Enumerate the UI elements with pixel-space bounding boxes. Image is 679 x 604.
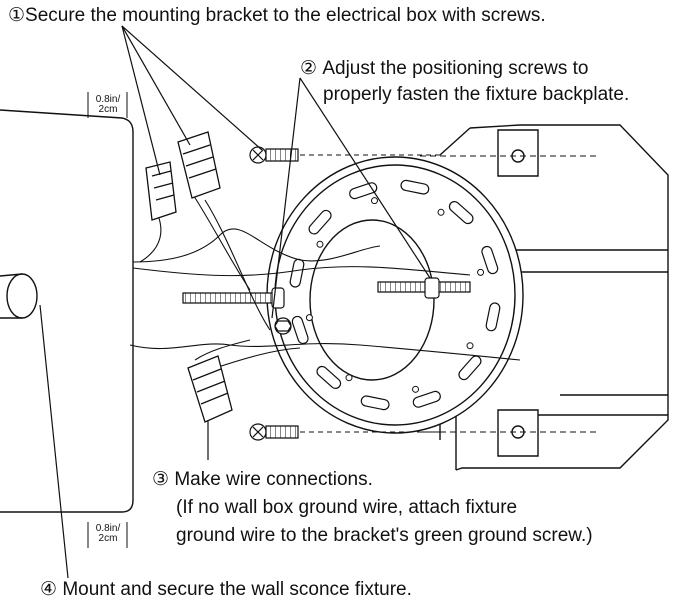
bracket-slot [457,354,483,382]
bracket-slot [360,395,389,410]
wire-nut-icon [188,356,232,422]
bracket-slot [315,364,343,390]
screw-icon [250,424,298,440]
wires [130,190,520,368]
dimension-top-value2: 2cm [98,104,118,115]
step-3: ③ Make wire connections. [152,468,373,491]
screw-icon [183,288,291,334]
bracket-hole [371,198,377,204]
step-2-number: ② [300,58,318,79]
callout-lines [40,26,430,578]
bracket-slot [348,182,378,200]
wall-box [0,110,133,512]
step-3-line-2: (If no wall box ground wire, attach fixt… [176,497,518,518]
wire-nut-icon [146,162,176,220]
bracket-slot [307,208,333,236]
bracket-hole [478,269,484,275]
bracket-hole [346,375,352,381]
wire-nut-icon [178,132,220,198]
bracket-slot [400,180,429,195]
screw-icon [250,147,298,163]
dimension-bottom-value2: 2cm [98,533,118,544]
step-2: ② Adjust the positioning screws to [300,57,588,80]
step-2-line-2: properly fasten the fixture backplate. [323,84,630,105]
dimension-label-bottom: 0.8in/ 2cm [89,524,127,544]
screw-icon [378,278,470,298]
bracket-slot [291,315,309,345]
bracket-slot [481,245,499,275]
step-1-text: Secure the mounting bracket to the elect… [25,5,546,26]
step-4: ④ Mount and secure the wall sconce fixtu… [40,578,412,601]
bracket-hole [467,343,473,349]
step-4-text: Mount and secure the wall sconce fixture… [62,579,412,600]
bracket-icon [267,157,523,433]
dimension-top-value: 0.8in/ [95,94,121,105]
step-2-line-1: Adjust the positioning screws to [322,58,589,79]
dimension-marks [88,92,127,548]
dimension-label-top: 0.8in/ 2cm [89,95,127,115]
step-1-number: ① [8,5,26,26]
step-3-number: ③ [152,469,170,490]
bracket-slot [485,302,500,331]
bracket-slots [289,180,500,411]
bracket-slot [412,390,442,408]
bracket-hole [317,241,323,247]
step-3-line-1: Make wire connections. [174,469,373,490]
dimension-bottom-value: 0.8in/ [95,523,121,534]
step-1: ①Secure the mounting bracket to the elec… [8,4,546,27]
bracket-hole [438,209,444,215]
bracket-hole [413,386,419,392]
step-4-number: ④ [40,579,58,600]
bracket-slot [447,200,475,226]
bracket-hole [306,315,312,321]
step-3-line-3: ground wire to the bracket's green groun… [176,525,593,546]
